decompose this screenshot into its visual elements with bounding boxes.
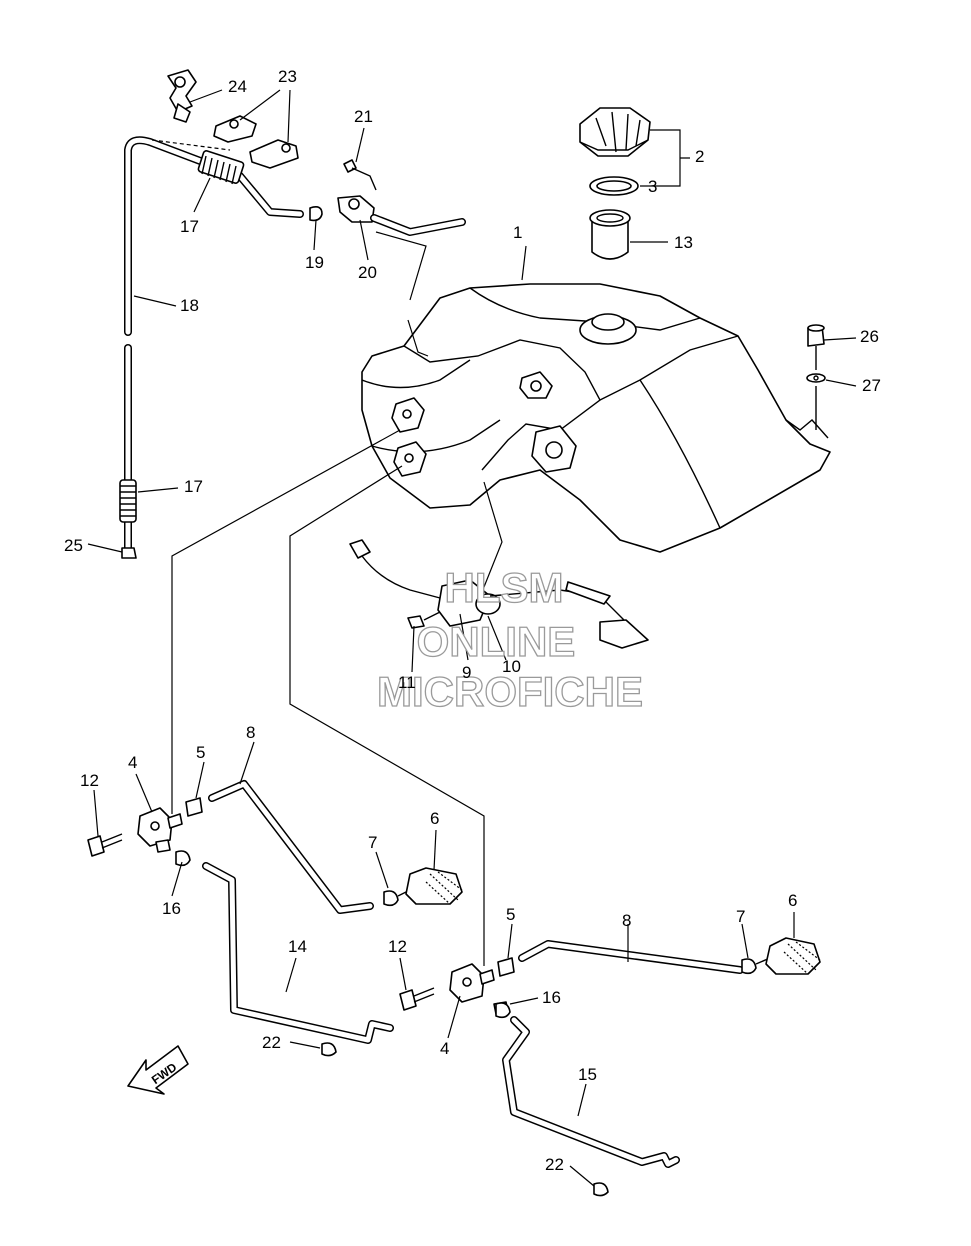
callout-16-left: 16 <box>162 899 181 918</box>
callout-10: 10 <box>502 657 521 676</box>
breather-tube-lower <box>119 344 137 559</box>
callout-6-left: 6 <box>430 809 439 828</box>
callout-7-left: 7 <box>368 833 377 852</box>
fuel-cap <box>579 107 651 157</box>
callout-3: 3 <box>648 177 657 196</box>
callout-17-lower: 17 <box>184 477 203 496</box>
callout-20: 20 <box>358 263 377 282</box>
fuel-sender <box>349 539 649 649</box>
fuel-strainer <box>589 209 631 260</box>
callout-25: 25 <box>64 536 83 555</box>
callout-4-left: 4 <box>128 753 137 772</box>
callout-15: 15 <box>578 1065 597 1084</box>
callout-12-left: 12 <box>80 771 99 790</box>
leader-lines <box>87 89 857 1187</box>
fwd-arrow-icon: FWD <box>127 1045 189 1095</box>
callouts: 1 2 3 13 21 24 23 17 19 20 18 26 27 17 2… <box>64 67 881 1174</box>
callout-5-right: 5 <box>506 905 515 924</box>
callout-1: 1 <box>513 223 522 242</box>
fuel-tank <box>361 283 831 553</box>
assembly-lines <box>171 231 503 966</box>
callout-17-upper: 17 <box>180 217 199 236</box>
callout-26: 26 <box>860 327 879 346</box>
callout-23: 23 <box>278 67 297 86</box>
callout-14: 14 <box>288 937 307 956</box>
callout-8-left: 8 <box>246 723 255 742</box>
callout-5-left: 5 <box>196 743 205 762</box>
breather-hose-assembly <box>124 136 466 336</box>
callout-22-right: 22 <box>545 1155 564 1174</box>
callout-13: 13 <box>674 233 693 252</box>
callout-24: 24 <box>228 77 247 96</box>
callout-22-left: 22 <box>262 1033 281 1052</box>
callout-7-right: 7 <box>736 907 745 926</box>
watermark: HLSM ONLINE MICROFICHE <box>376 563 643 715</box>
tank-bolt <box>806 324 826 430</box>
hose-clips <box>167 69 299 169</box>
callout-16-right: 16 <box>542 988 561 1007</box>
callout-9: 9 <box>462 663 471 682</box>
watermark-line-1: HLSM <box>445 564 564 611</box>
callout-2: 2 <box>695 147 704 166</box>
fuel-cock-right <box>399 937 821 1197</box>
cap-gasket <box>589 176 639 196</box>
callout-4-right: 4 <box>440 1039 449 1058</box>
callout-27: 27 <box>862 376 881 395</box>
watermark-line-3: MICROFICHE <box>377 668 643 715</box>
callout-8-right: 8 <box>622 911 631 930</box>
callout-21: 21 <box>354 107 373 126</box>
callout-12-right: 12 <box>388 937 407 956</box>
callout-19: 19 <box>305 253 324 272</box>
callout-6-right: 6 <box>788 891 797 910</box>
fuel-cock-left <box>87 780 463 1057</box>
callout-18: 18 <box>180 296 199 315</box>
watermark-line-2: ONLINE <box>417 618 576 665</box>
callout-11: 11 <box>398 673 416 692</box>
